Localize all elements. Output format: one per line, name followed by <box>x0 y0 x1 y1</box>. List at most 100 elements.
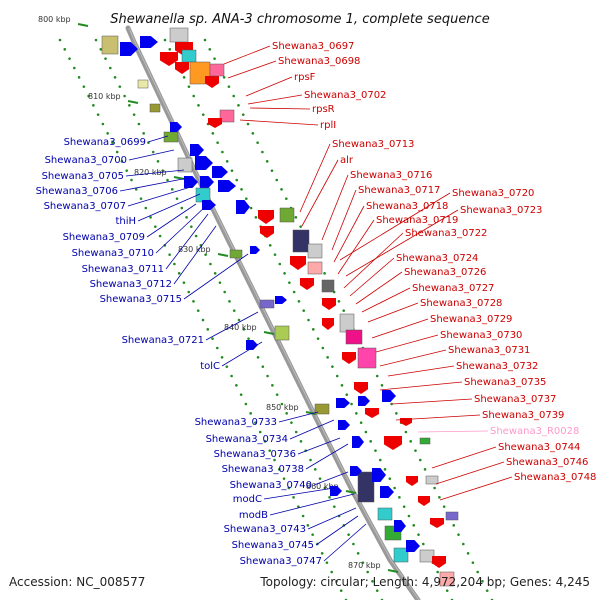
gene-feature[interactable] <box>365 408 379 418</box>
gene-label-shewana3-0735[interactable]: Shewana3_0735 <box>464 377 546 388</box>
gene-feature[interactable] <box>380 486 394 498</box>
gene-feature[interactable] <box>350 466 362 476</box>
gene-label-shewana3-0697[interactable]: Shewana3_0697 <box>272 41 354 52</box>
gene-feature[interactable] <box>190 144 204 156</box>
gene-label-shewana3-0729[interactable]: Shewana3_0729 <box>430 314 512 325</box>
gene-label-shewana3-0698[interactable]: Shewana3_0698 <box>278 56 360 67</box>
gene-feature[interactable] <box>149 103 161 113</box>
gene-feature[interactable] <box>260 226 274 238</box>
gene-feature[interactable] <box>358 396 370 406</box>
gene-label-thih[interactable]: thiH <box>115 216 136 227</box>
gene-feature[interactable] <box>322 298 336 310</box>
gene-feature[interactable] <box>195 156 213 170</box>
gene-label-shewana3-0700[interactable]: Shewana3_0700 <box>45 155 127 166</box>
gene-feature[interactable] <box>314 403 330 415</box>
gene-feature[interactable] <box>432 556 446 568</box>
gene-label-shewana3-0716[interactable]: Shewana3_0716 <box>350 170 432 181</box>
gene-feature[interactable] <box>175 62 189 74</box>
gene-feature[interactable] <box>101 35 119 55</box>
gene-feature[interactable] <box>419 437 431 445</box>
gene-label-shewana3-0699[interactable]: Shewana3_0699 <box>64 137 146 148</box>
gene-feature[interactable] <box>300 278 314 290</box>
gene-feature[interactable] <box>279 207 295 223</box>
gene-label-shewana3-0740[interactable]: Shewana3_0740 <box>230 480 312 491</box>
gene-feature[interactable] <box>400 418 412 426</box>
gene-feature[interactable] <box>137 79 149 89</box>
gene-feature[interactable] <box>322 318 334 330</box>
gene-label-shewana3-0718[interactable]: Shewana3_0718 <box>366 201 448 212</box>
gene-label-shewana3-0732[interactable]: Shewana3_0732 <box>456 361 538 372</box>
gene-feature[interactable] <box>406 540 420 552</box>
gene-label-rpli[interactable]: rplI <box>320 120 336 131</box>
gene-feature[interactable] <box>292 229 310 253</box>
gene-feature[interactable] <box>307 243 323 259</box>
gene-feature[interactable] <box>394 520 406 532</box>
gene-feature[interactable] <box>202 200 216 210</box>
gene-feature[interactable] <box>219 109 235 123</box>
gene-feature[interactable] <box>200 176 214 188</box>
gene-feature[interactable] <box>229 249 243 259</box>
gene-feature[interactable] <box>382 390 396 402</box>
gene-label-shewana3-0737[interactable]: Shewana3_0737 <box>474 394 556 405</box>
gene-label-shewana3-0707[interactable]: Shewana3_0707 <box>44 201 126 212</box>
gene-label-shewana3-0728[interactable]: Shewana3_0728 <box>420 298 502 309</box>
gene-label-shewana3-0705[interactable]: Shewana3_0705 <box>42 171 124 182</box>
gene-label-shewana3-r0028[interactable]: Shewana3_R0028 <box>490 426 579 437</box>
gene-feature[interactable] <box>321 279 335 293</box>
gene-feature[interactable] <box>338 420 350 430</box>
gene-label-shewana3-0748[interactable]: Shewana3_0748 <box>514 472 596 483</box>
gene-label-shewana3-0720[interactable]: Shewana3_0720 <box>452 188 534 199</box>
gene-feature[interactable] <box>246 340 258 350</box>
gene-label-shewana3-0709[interactable]: Shewana3_0709 <box>63 232 145 243</box>
gene-label-shewana3-0712[interactable]: Shewana3_0712 <box>90 279 172 290</box>
gene-label-shewana3-0736[interactable]: Shewana3_0736 <box>214 449 296 460</box>
gene-label-shewana3-0739[interactable]: Shewana3_0739 <box>482 410 564 421</box>
gene-label-shewana3-0726[interactable]: Shewana3_0726 <box>404 267 486 278</box>
gene-feature[interactable] <box>163 131 179 143</box>
gene-label-shewana3-0715[interactable]: Shewana3_0715 <box>100 294 182 305</box>
gene-feature[interactable] <box>208 118 222 128</box>
gene-feature[interactable] <box>439 571 455 587</box>
gene-feature[interactable] <box>445 511 459 521</box>
gene-feature[interactable] <box>250 246 260 254</box>
gene-feature[interactable] <box>236 200 250 214</box>
gene-label-shewana3-0702[interactable]: Shewana3_0702 <box>304 90 386 101</box>
gene-feature[interactable] <box>342 352 356 364</box>
gene-feature[interactable] <box>274 325 290 341</box>
gene-label-modb[interactable]: modB <box>239 510 268 521</box>
gene-label-shewana3-0734[interactable]: Shewana3_0734 <box>206 434 288 445</box>
gene-label-rpsf[interactable]: rpsF <box>294 72 316 83</box>
gene-label-shewana3-0722[interactable]: Shewana3_0722 <box>405 228 487 239</box>
gene-feature[interactable] <box>372 468 386 482</box>
gene-label-shewana3-0710[interactable]: Shewana3_0710 <box>72 248 154 259</box>
gene-feature[interactable] <box>169 27 189 43</box>
gene-feature[interactable] <box>336 398 350 408</box>
gene-label-shewana3-0746[interactable]: Shewana3_0746 <box>506 457 588 468</box>
gene-label-shewana3-0724[interactable]: Shewana3_0724 <box>396 253 478 264</box>
gene-label-shewana3-0731[interactable]: Shewana3_0731 <box>448 345 530 356</box>
gene-feature[interactable] <box>209 63 225 77</box>
gene-feature[interactable] <box>430 518 444 528</box>
gene-feature[interactable] <box>205 76 219 88</box>
gene-feature[interactable] <box>393 547 409 563</box>
gene-label-shewana3-0733[interactable]: Shewana3_0733 <box>195 417 277 428</box>
gene-feature[interactable] <box>275 296 287 304</box>
gene-label-shewana3-0744[interactable]: Shewana3_0744 <box>498 442 580 453</box>
gene-feature[interactable] <box>352 436 364 448</box>
gene-label-rpsr[interactable]: rpsR <box>312 104 335 115</box>
gene-feature[interactable] <box>218 180 236 192</box>
gene-feature[interactable] <box>345 329 363 345</box>
gene-label-shewana3-0743[interactable]: Shewana3_0743 <box>224 524 306 535</box>
gene-feature[interactable] <box>330 486 342 496</box>
gene-feature[interactable] <box>258 210 274 224</box>
gene-feature[interactable] <box>212 166 228 178</box>
gene-label-shewana3-0719[interactable]: Shewana3_0719 <box>376 215 458 226</box>
gene-label-shewana3-0747[interactable]: Shewana3_0747 <box>240 556 322 567</box>
gene-feature[interactable] <box>170 122 182 132</box>
gene-feature[interactable] <box>357 347 377 369</box>
gene-feature[interactable] <box>177 157 193 173</box>
gene-feature[interactable] <box>259 299 275 309</box>
gene-feature[interactable] <box>160 52 178 66</box>
gene-feature[interactable] <box>181 49 197 63</box>
gene-label-alr[interactable]: alr <box>340 155 354 166</box>
